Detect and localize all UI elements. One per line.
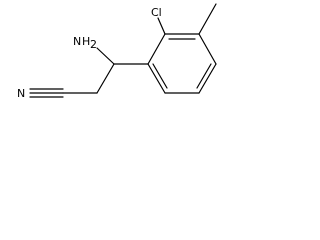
ring-bond-1 (147, 33, 166, 65)
ring-bond-6 (147, 63, 166, 94)
structure-canvas: N H 2 Cl N (0, 0, 231, 120)
ch-to-ch2-bond (96, 63, 115, 94)
amine-label-h: H (82, 35, 90, 48)
ring-bond-3 (198, 33, 217, 65)
molecule-drawing: N H 2 Cl N (17, 3, 217, 100)
ring-double-bond-right (196, 63, 212, 89)
chlorine-label: Cl (151, 6, 162, 19)
c-nh2-bond (96, 47, 115, 65)
amine-label-sub: 2 (90, 38, 97, 51)
ring-bond-4 (198, 63, 217, 94)
ring-double-bond-left (152, 63, 168, 89)
nitrile-n-label: N (17, 87, 25, 100)
c-cl-bond (157, 17, 166, 35)
methyl-bond (198, 3, 217, 35)
amine-label-n: N (73, 35, 81, 48)
